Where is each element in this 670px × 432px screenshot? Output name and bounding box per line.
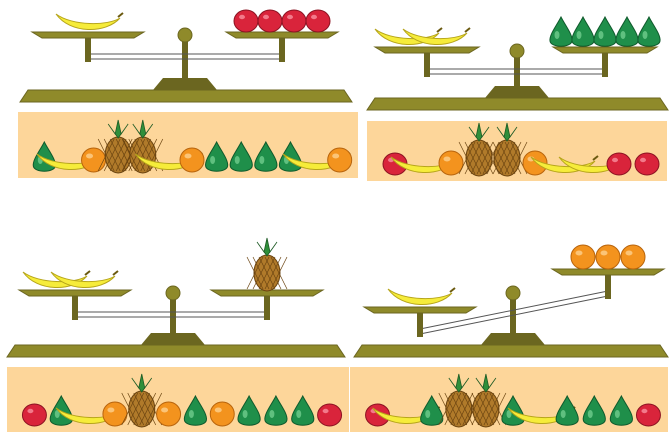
scale-knob: [178, 28, 192, 42]
scale-knob: [510, 44, 524, 58]
pan-right: [226, 32, 338, 38]
pan-left: [375, 47, 479, 53]
apple-icon: [636, 404, 660, 426]
orange-icon: [621, 245, 645, 269]
scale-illustration: [5, 225, 350, 432]
pear-icon: [638, 17, 660, 46]
scale-housing: [481, 333, 545, 345]
pear-icon: [572, 17, 594, 46]
pan-stem-right: [602, 53, 608, 77]
pan-left: [19, 290, 131, 296]
pear-icon: [550, 17, 572, 46]
scale-base: [20, 90, 352, 102]
scale-scene-bottom-right: [350, 225, 670, 432]
orange-icon: [157, 402, 181, 426]
balance-scale: [20, 28, 352, 102]
scale-illustration: [10, 5, 360, 185]
pan-left: [32, 32, 144, 38]
orange-icon: [571, 245, 595, 269]
pan-left: [364, 307, 476, 313]
apple-icon: [258, 10, 282, 32]
pan-stem-left: [417, 313, 423, 337]
pan-right: [553, 47, 657, 53]
orange-icon: [439, 151, 463, 175]
scale-housing: [141, 333, 205, 345]
scale-illustration: [350, 225, 670, 432]
scale-knob: [506, 286, 520, 300]
banana-icon: [56, 13, 123, 30]
scale-housing: [485, 86, 549, 98]
balance-scale: [367, 44, 668, 110]
apple-icon: [22, 404, 46, 426]
pan-stem-right: [264, 296, 270, 320]
scale-housing: [153, 78, 217, 90]
orange-icon: [180, 148, 204, 172]
scale-pillar: [514, 55, 520, 86]
scale-scene-top-right: [365, 5, 670, 185]
apple-icon: [234, 10, 258, 32]
balance-scale: [354, 269, 668, 357]
scale-pillar: [170, 297, 176, 333]
scale-base: [354, 345, 668, 357]
pan-stem-right: [279, 38, 285, 62]
scale-base: [367, 98, 668, 110]
orange-icon: [82, 148, 106, 172]
apple-icon: [635, 153, 659, 175]
pan-stem-left: [85, 38, 91, 62]
scale-base: [7, 345, 345, 357]
scale-scene-top-left: [10, 5, 360, 185]
apple-icon: [318, 404, 342, 426]
scale-illustration: [365, 5, 670, 185]
pear-icon: [616, 17, 638, 46]
pan-right: [552, 269, 664, 275]
scale-scene-bottom-left: [5, 225, 350, 432]
banana-icon: [388, 288, 455, 305]
apple-icon: [607, 153, 631, 175]
pear-icon: [594, 17, 616, 46]
pan-stem-left: [424, 53, 430, 77]
pan-stem-left: [72, 296, 78, 320]
scale-knob: [166, 286, 180, 300]
pineapple-icon: [247, 238, 287, 291]
pan-stem-right: [605, 275, 611, 299]
orange-icon: [596, 245, 620, 269]
apple-icon: [282, 10, 306, 32]
apple-icon: [306, 10, 330, 32]
orange-icon: [210, 402, 234, 426]
orange-icon: [328, 148, 352, 172]
balance-scale: [7, 286, 345, 357]
